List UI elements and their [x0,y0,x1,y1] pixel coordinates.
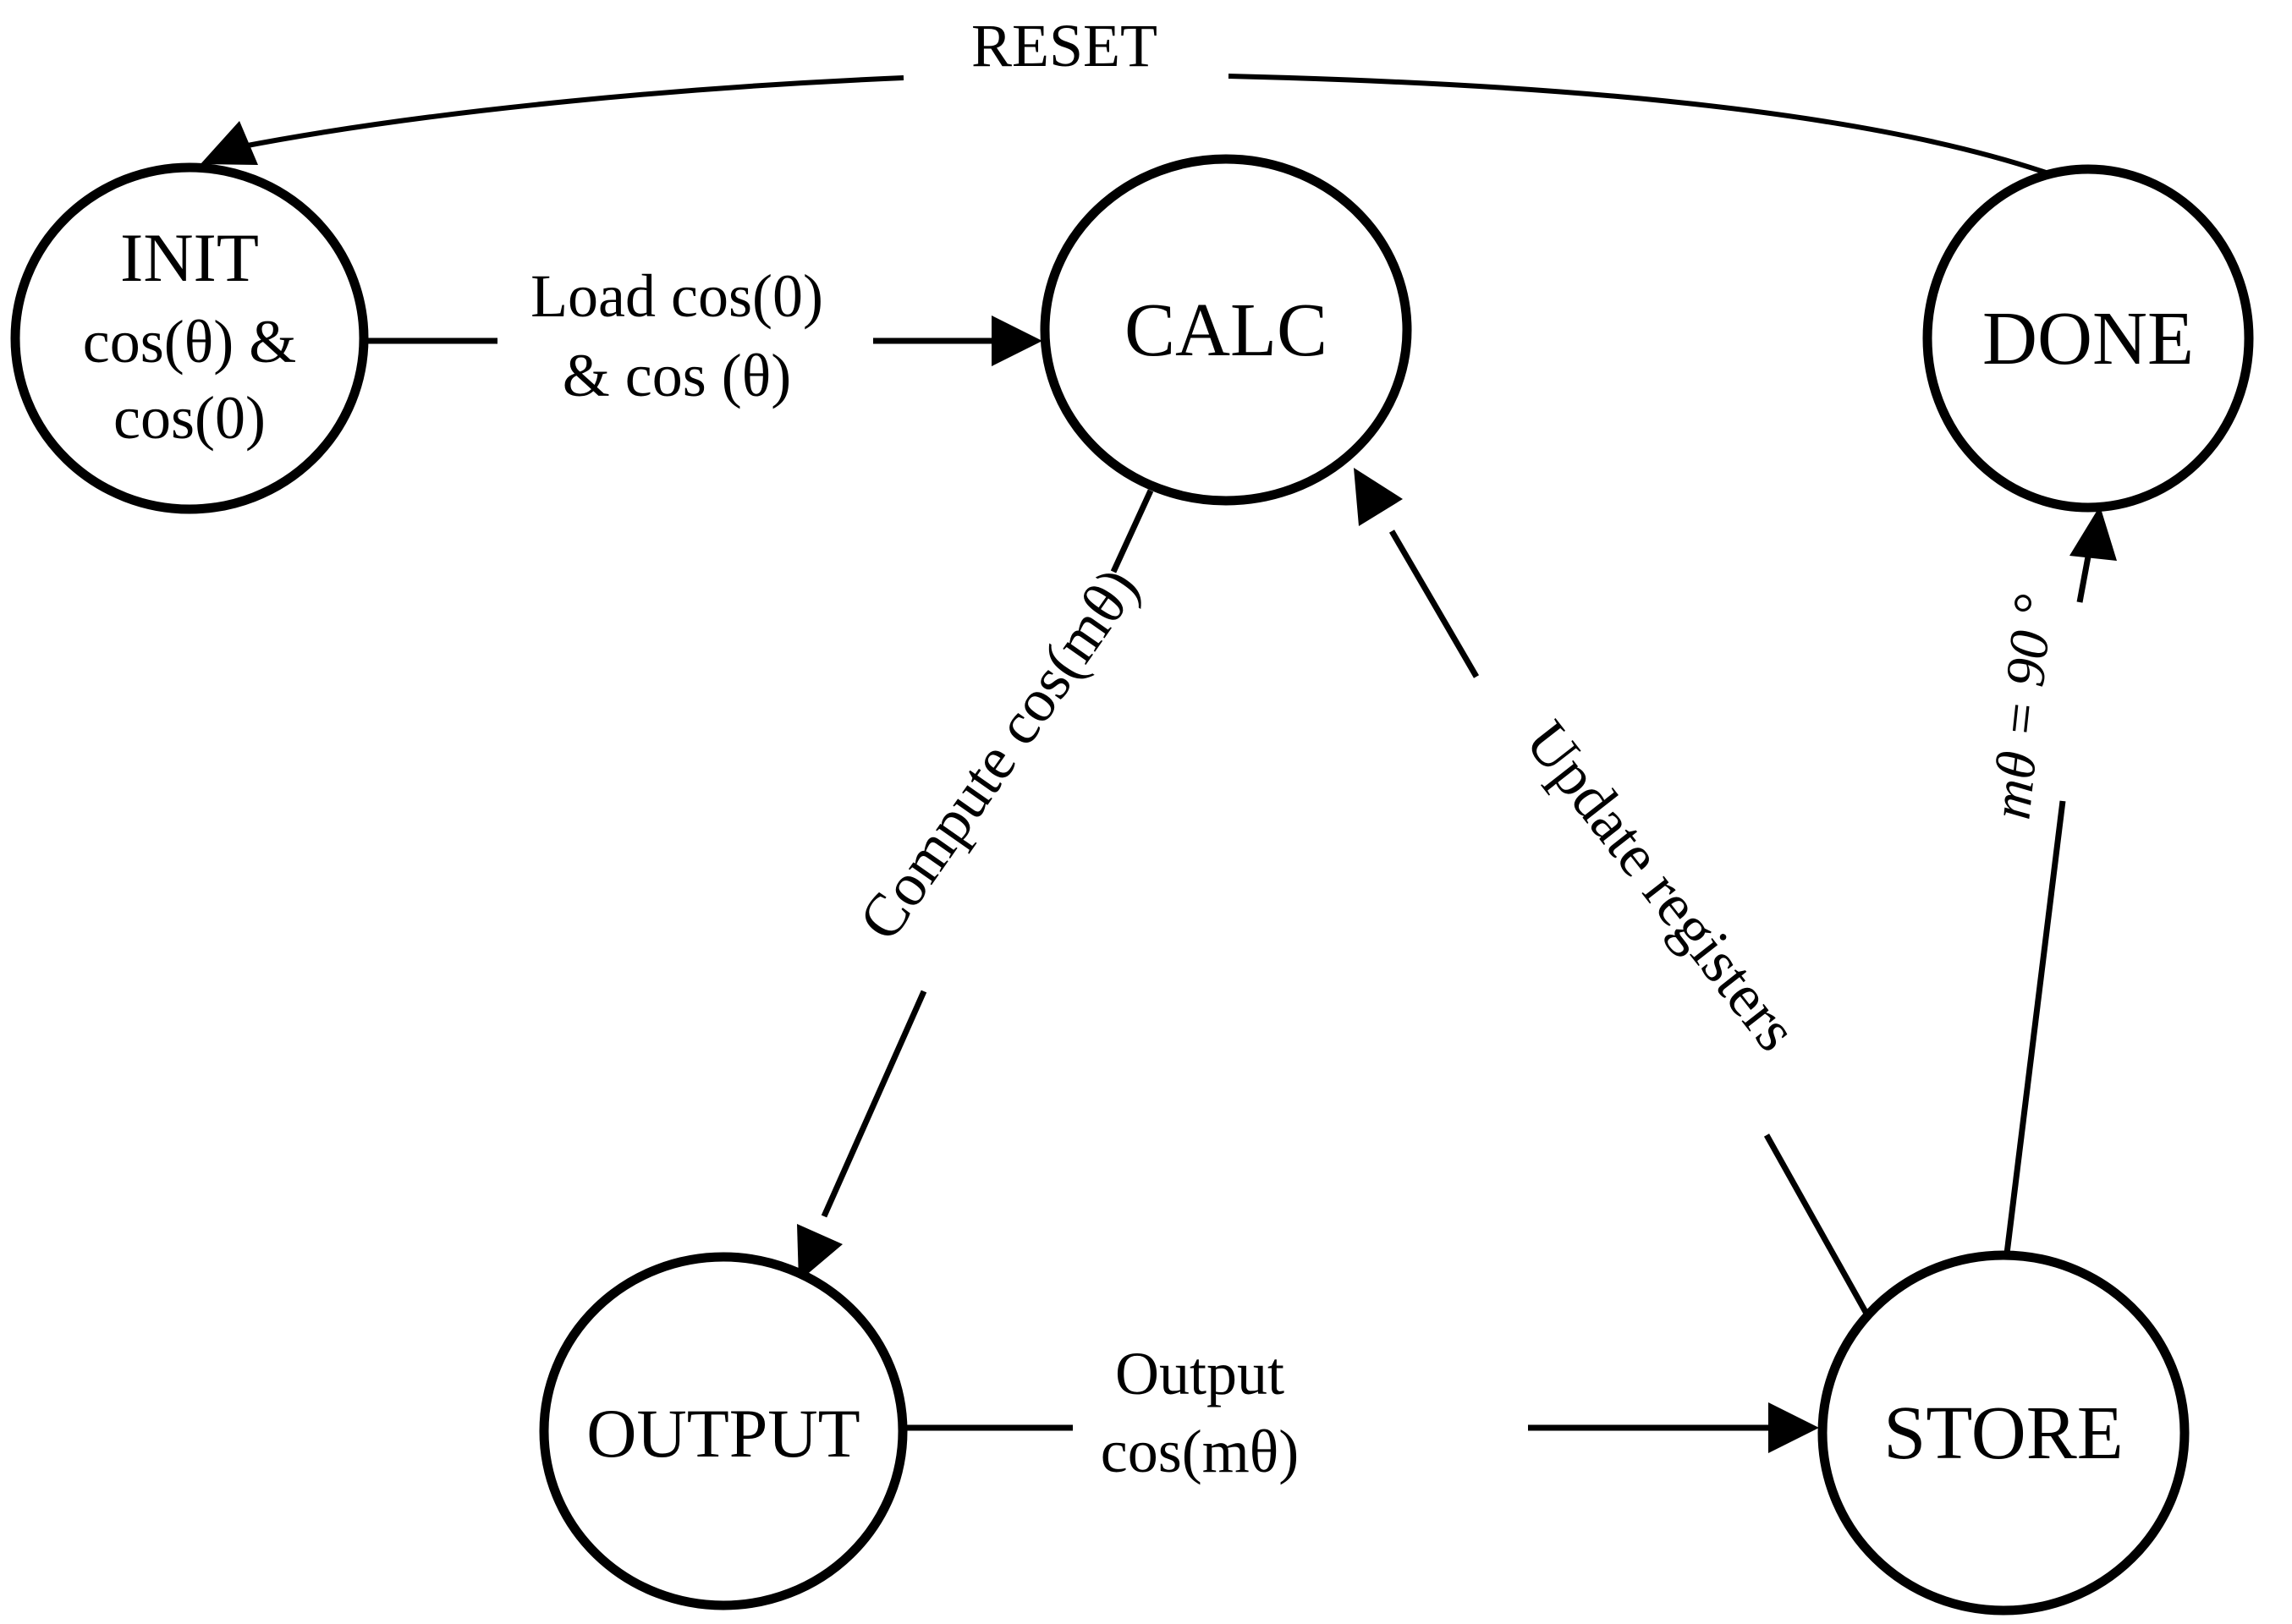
state-init-line3: cos(0) [113,384,266,452]
transition-done-condition: mθ = 90 ° [1980,506,2117,1254]
output-label-line1: Output [1115,1340,1284,1407]
state-init-name: INIT [120,219,259,296]
reset-arrowhead [201,121,258,165]
state-done-circle [1922,164,2254,513]
done-cond-shaft-lower [2003,800,2066,1254]
update-label: Update registers [1513,708,1811,1062]
done-cond-arrowhead [2069,506,2117,561]
state-output-name: OUTPUT [586,1395,860,1472]
transition-reset: RESET [201,12,2052,177]
state-store-name: STORE [1883,1391,2123,1475]
load-arrowhead [992,315,1042,366]
load-label-line2: & cos (θ) [563,342,791,409]
reset-curve-left [238,75,904,150]
compute-shaft-lower [821,990,927,1218]
state-calc-name: CALC [1124,288,1327,372]
compute-label: Compute cos(mθ) [845,556,1151,952]
state-init-circle [10,162,369,514]
reset-curve-right [1228,74,2052,177]
output-label-line2: cos(mθ) [1101,1418,1299,1485]
transition-update: Update registers [1354,468,1873,1321]
state-done: DONE [1922,164,2254,513]
done-cond-label: mθ = 90 ° [1980,591,2064,822]
state-output: OUTPUT [539,1252,908,1610]
state-calc-circle [1040,154,1412,506]
state-init-line2: cos(θ) & [83,308,296,376]
transition-load: Load cos(0) & cos (θ) [366,262,1042,409]
update-arrowhead [1354,468,1403,526]
compute-shaft-upper [1110,489,1154,573]
update-shaft-lower [1763,1133,1873,1321]
state-output-circle [539,1252,908,1610]
transition-compute: Compute cos(mθ) [797,489,1154,1281]
state-calc: CALC [1040,154,1412,506]
load-label-line1: Load cos(0) [530,262,823,330]
reset-label: RESET [971,12,1157,80]
compute-arrowhead [797,1224,843,1281]
state-store-circle [1817,1250,2190,1616]
state-store: STORE [1817,1250,2190,1616]
transition-output-store: Output cos(mθ) [904,1340,1819,1485]
output-arrowhead [1768,1402,1819,1453]
state-init: INIT cos(θ) & cos(0) [10,162,369,514]
state-done-name: DONE [1982,297,2194,381]
update-shaft-upper [1388,529,1480,678]
